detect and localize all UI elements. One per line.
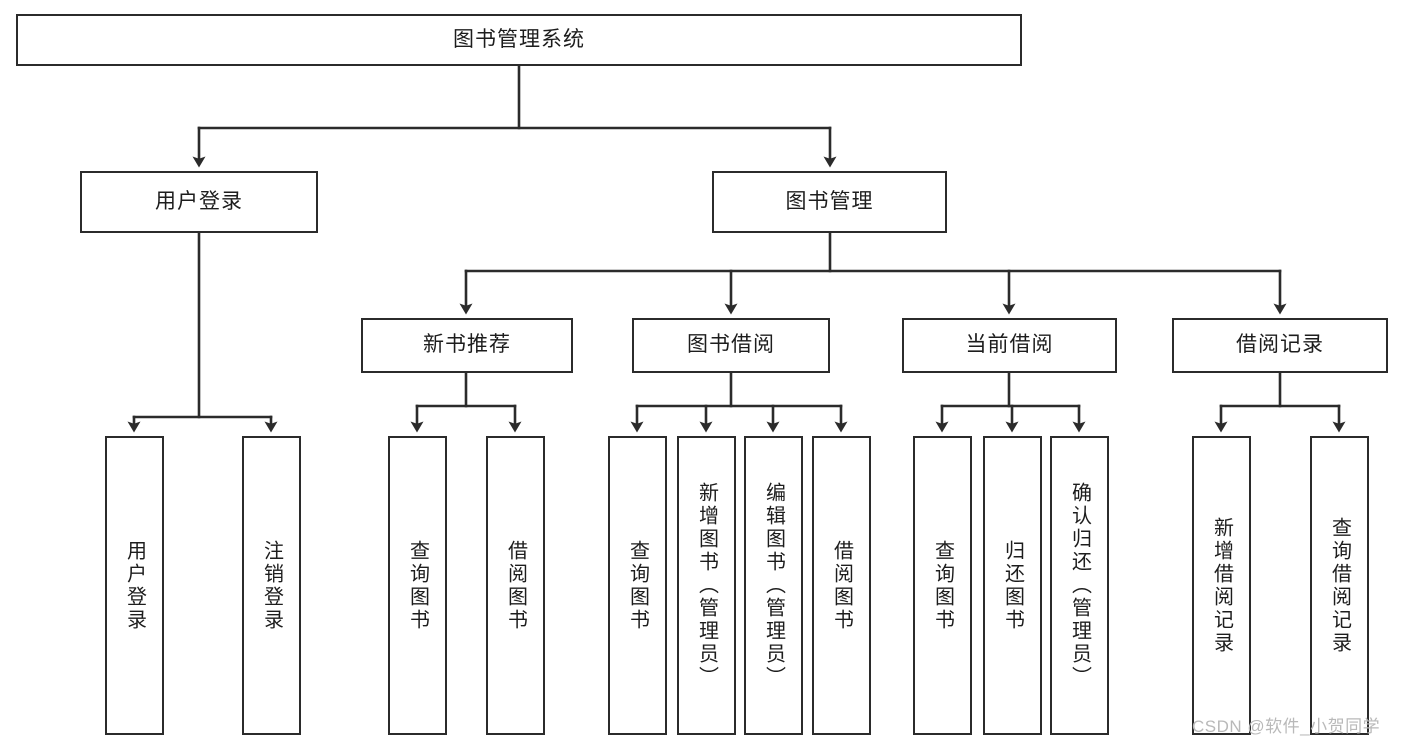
node-root-label: 图书管理系统 [453, 27, 585, 51]
node-user-login-label: 用户登录 [155, 189, 243, 213]
node-current-borrow[interactable]: 当前借阅 [902, 318, 1117, 373]
leaf-node[interactable]: 新增借阅记录 [1192, 436, 1251, 735]
leaf-node-label: 查询图书 [626, 539, 649, 632]
node-book-borrow-label: 图书借阅 [687, 333, 775, 357]
leaf-node-label: 新增图书（管理员） [695, 482, 718, 689]
node-borrow-record-label: 借阅记录 [1236, 333, 1324, 357]
leaf-node[interactable]: 查询借阅记录 [1310, 436, 1369, 735]
leaf-node[interactable]: 借阅图书 [486, 436, 545, 735]
leaf-node-label: 注销登录 [260, 539, 283, 632]
leaf-node-label: 用户登录 [123, 539, 146, 632]
node-current-borrow-label: 当前借阅 [965, 333, 1054, 357]
leaf-node[interactable]: 编辑图书（管理员） [744, 436, 803, 735]
node-new-book-recommend-label: 新书推荐 [423, 333, 511, 357]
leaf-node-label: 编辑图书（管理员） [762, 482, 785, 689]
leaf-node-label: 借阅图书 [830, 539, 853, 632]
node-root[interactable]: 图书管理系统 [16, 14, 1022, 66]
leaf-node-label: 新增借阅记录 [1210, 516, 1233, 655]
node-book-management-label: 图书管理 [785, 189, 874, 213]
csdn-watermark: CSDN @软件_小贺同学 [1192, 717, 1381, 736]
node-new-book-recommend[interactable]: 新书推荐 [361, 318, 573, 373]
leaf-node-label: 查询图书 [406, 539, 429, 632]
leaf-node[interactable]: 用户登录 [105, 436, 164, 735]
leaf-node[interactable]: 确认归还（管理员） [1050, 436, 1109, 735]
leaf-node[interactable]: 查询图书 [608, 436, 667, 735]
leaf-node[interactable]: 借阅图书 [812, 436, 871, 735]
leaf-node-label: 借阅图书 [504, 539, 527, 632]
leaf-node-label: 查询借阅记录 [1328, 516, 1351, 655]
leaf-node-label: 确认归还（管理员） [1068, 482, 1091, 689]
leaf-node[interactable]: 新增图书（管理员） [677, 436, 736, 735]
leaf-node-label: 查询图书 [931, 539, 954, 632]
node-book-management[interactable]: 图书管理 [712, 171, 947, 233]
leaf-node[interactable]: 归还图书 [983, 436, 1042, 735]
leaf-node[interactable]: 查询图书 [388, 436, 447, 735]
node-borrow-record[interactable]: 借阅记录 [1172, 318, 1388, 373]
leaf-node[interactable]: 注销登录 [242, 436, 301, 735]
node-book-borrow[interactable]: 图书借阅 [632, 318, 830, 373]
leaf-node-label: 归还图书 [1001, 539, 1024, 632]
leaf-node[interactable]: 查询图书 [913, 436, 972, 735]
node-user-login[interactable]: 用户登录 [80, 171, 318, 233]
